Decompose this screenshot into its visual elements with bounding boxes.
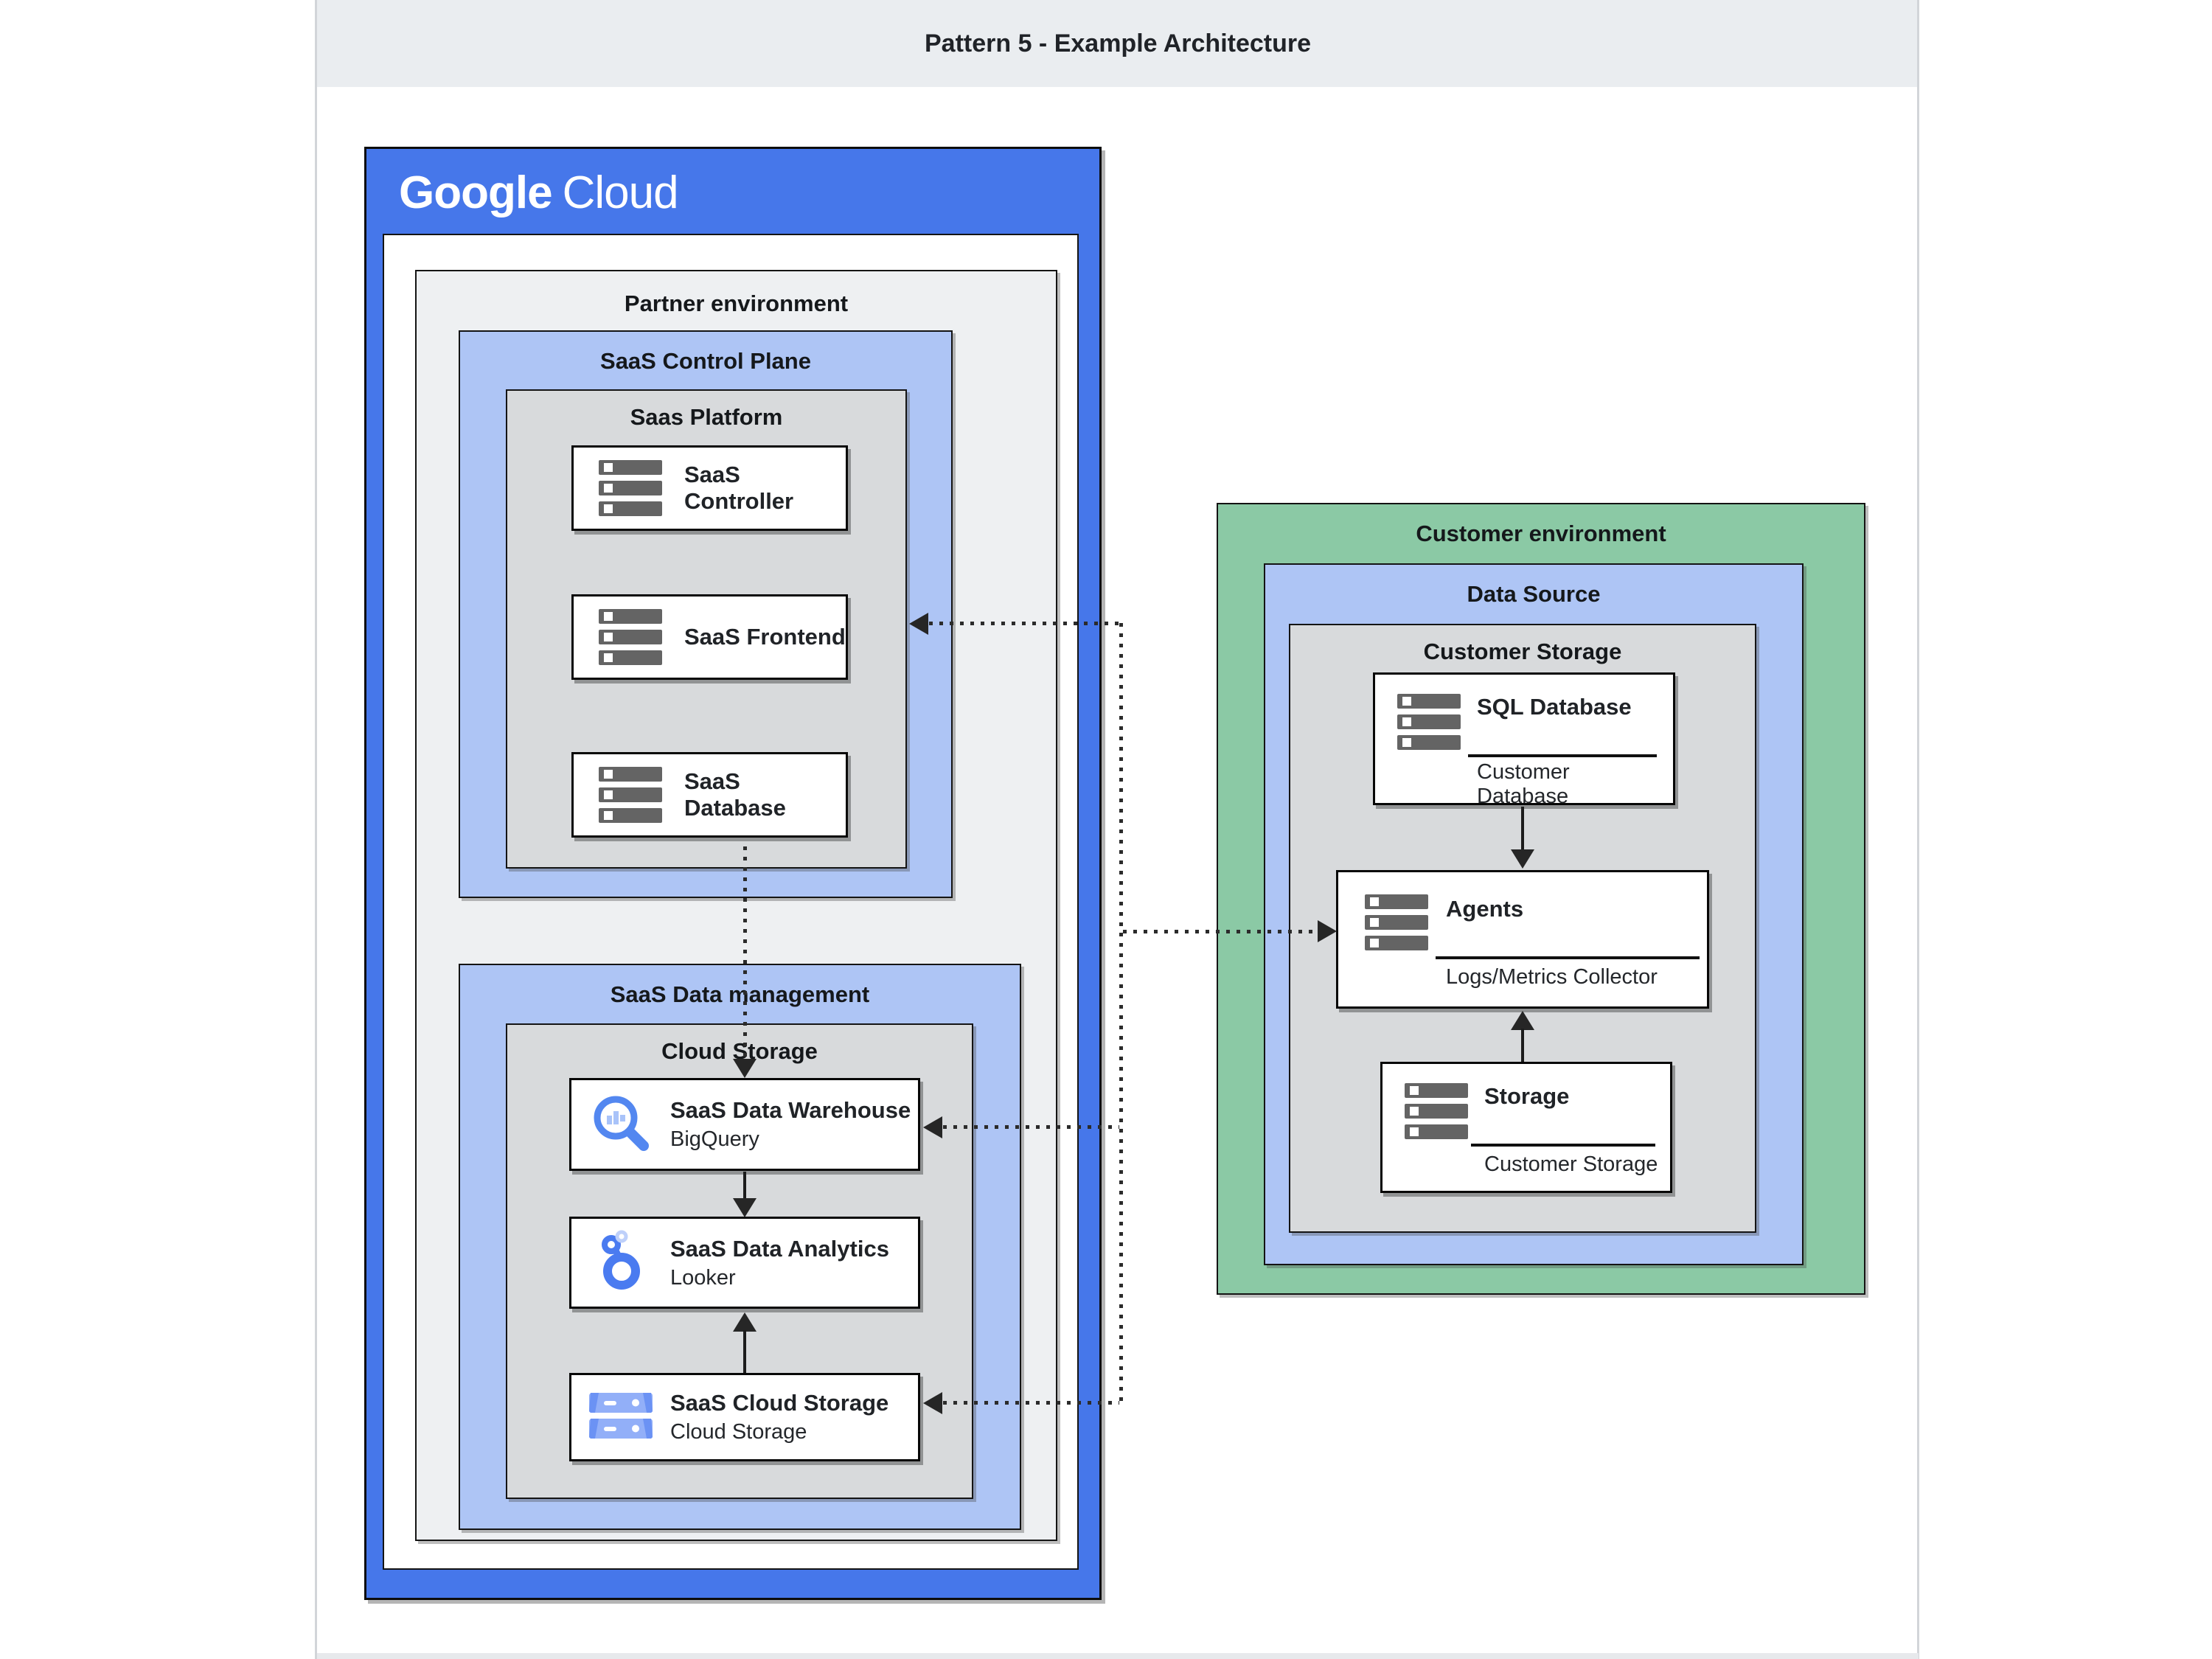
cloud-storage-icon [589, 1392, 653, 1442]
divider [1468, 754, 1657, 757]
server-icon [599, 767, 662, 823]
agents-subtitle: Logs/Metrics Collector [1446, 965, 1658, 989]
customer-storage-group-label: Customer Storage [1423, 639, 1622, 664]
saas-data-warehouse-card: SaaS Data Warehouse BigQuery [569, 1078, 920, 1171]
saas-cloud-storage-title: SaaS Cloud Storage [670, 1390, 889, 1416]
saas-frontend-card: SaaS Frontend [571, 594, 848, 680]
arrowhead-down [733, 1059, 757, 1078]
agents-title: Agents [1446, 896, 1524, 922]
sql-database-subtitle: Customer Database [1477, 760, 1570, 808]
saas-data-warehouse-title: SaaS Data Warehouse [670, 1097, 911, 1123]
bigquery-icon [589, 1091, 653, 1158]
data-source-label: Data Source [1467, 581, 1601, 607]
saas-data-analytics-title: SaaS Data Analytics [670, 1235, 889, 1262]
server-icon [1405, 1083, 1468, 1139]
sql-database-card: SQL Database Customer Database [1373, 672, 1675, 808]
saas-data-warehouse-subtitle: BigQuery [670, 1127, 759, 1151]
arrowhead-down [733, 1198, 757, 1217]
canvas-right-edge [1917, 0, 1919, 1659]
looker-icon [589, 1229, 653, 1296]
page-title: Pattern 5 - Example Architecture [924, 29, 1312, 58]
connector-trunk-to-frontend [929, 622, 1119, 625]
server-icon [1397, 694, 1461, 750]
server-icon [599, 609, 662, 665]
storage-card: Storage Customer Storage [1380, 1062, 1672, 1193]
storage-subtitle: Customer Storage [1484, 1152, 1658, 1176]
arrowhead-left [909, 613, 928, 635]
storage-title: Storage [1484, 1083, 1570, 1109]
connector-storage-to-agents [1521, 1029, 1524, 1062]
connector-trunk-to-cloudstorage [943, 1401, 1119, 1405]
connector-trunk-to-warehouse [943, 1125, 1119, 1129]
sql-database-title: SQL Database [1477, 694, 1632, 720]
title-band: Pattern 5 - Example Architecture [317, 0, 1919, 87]
logo-google-text: Google [399, 167, 553, 218]
saas-cloud-storage-subtitle: Cloud Storage [670, 1420, 807, 1444]
canvas-bottom-edge [317, 1653, 1919, 1659]
logo-cloud-text: Cloud [562, 167, 679, 218]
saas-controller-card: SaaS Controller [571, 445, 848, 531]
saas-cloud-storage-card: SaaS Cloud Storage Cloud Storage [569, 1373, 920, 1461]
arrowhead-down [1511, 849, 1534, 869]
arrowhead-up [733, 1312, 757, 1332]
saas-platform-label: Saas Platform [630, 404, 783, 430]
saas-frontend-label: SaaS Frontend [684, 624, 846, 650]
connector-trunk [1119, 623, 1123, 1403]
arrowhead-up [1511, 1011, 1534, 1030]
customer-environment-label: Customer environment [1416, 521, 1666, 546]
connector-sql-to-agents [1521, 807, 1524, 851]
server-icon [599, 460, 662, 516]
connector-database-to-warehouse [743, 846, 747, 1059]
saas-data-analytics-subtitle: Looker [670, 1265, 736, 1290]
connector-warehouse-to-analytics [743, 1172, 746, 1200]
partner-environment-label: Partner environment [624, 291, 849, 316]
agents-card: Agents Logs/Metrics Collector [1336, 870, 1709, 1009]
divider [1436, 956, 1700, 959]
server-icon [1365, 894, 1428, 950]
arrowhead-left [923, 1392, 942, 1414]
saas-database-label: SaaS Database [684, 768, 786, 821]
arrowhead-left [923, 1116, 942, 1138]
saas-data-management-label: SaaS Data management [610, 981, 870, 1007]
saas-database-card: SaaS Database [571, 752, 848, 838]
arrowhead-right [1318, 920, 1337, 942]
connector-storage-to-analytics [743, 1330, 746, 1373]
divider [1471, 1144, 1655, 1147]
saas-control-plane-label: SaaS Control Plane [600, 348, 811, 374]
saas-data-analytics-card: SaaS Data Analytics Looker [569, 1217, 920, 1309]
connector-trunk-to-agents [1123, 930, 1318, 933]
canvas-left-edge [315, 0, 317, 1659]
saas-controller-label: SaaS Controller [684, 462, 794, 514]
